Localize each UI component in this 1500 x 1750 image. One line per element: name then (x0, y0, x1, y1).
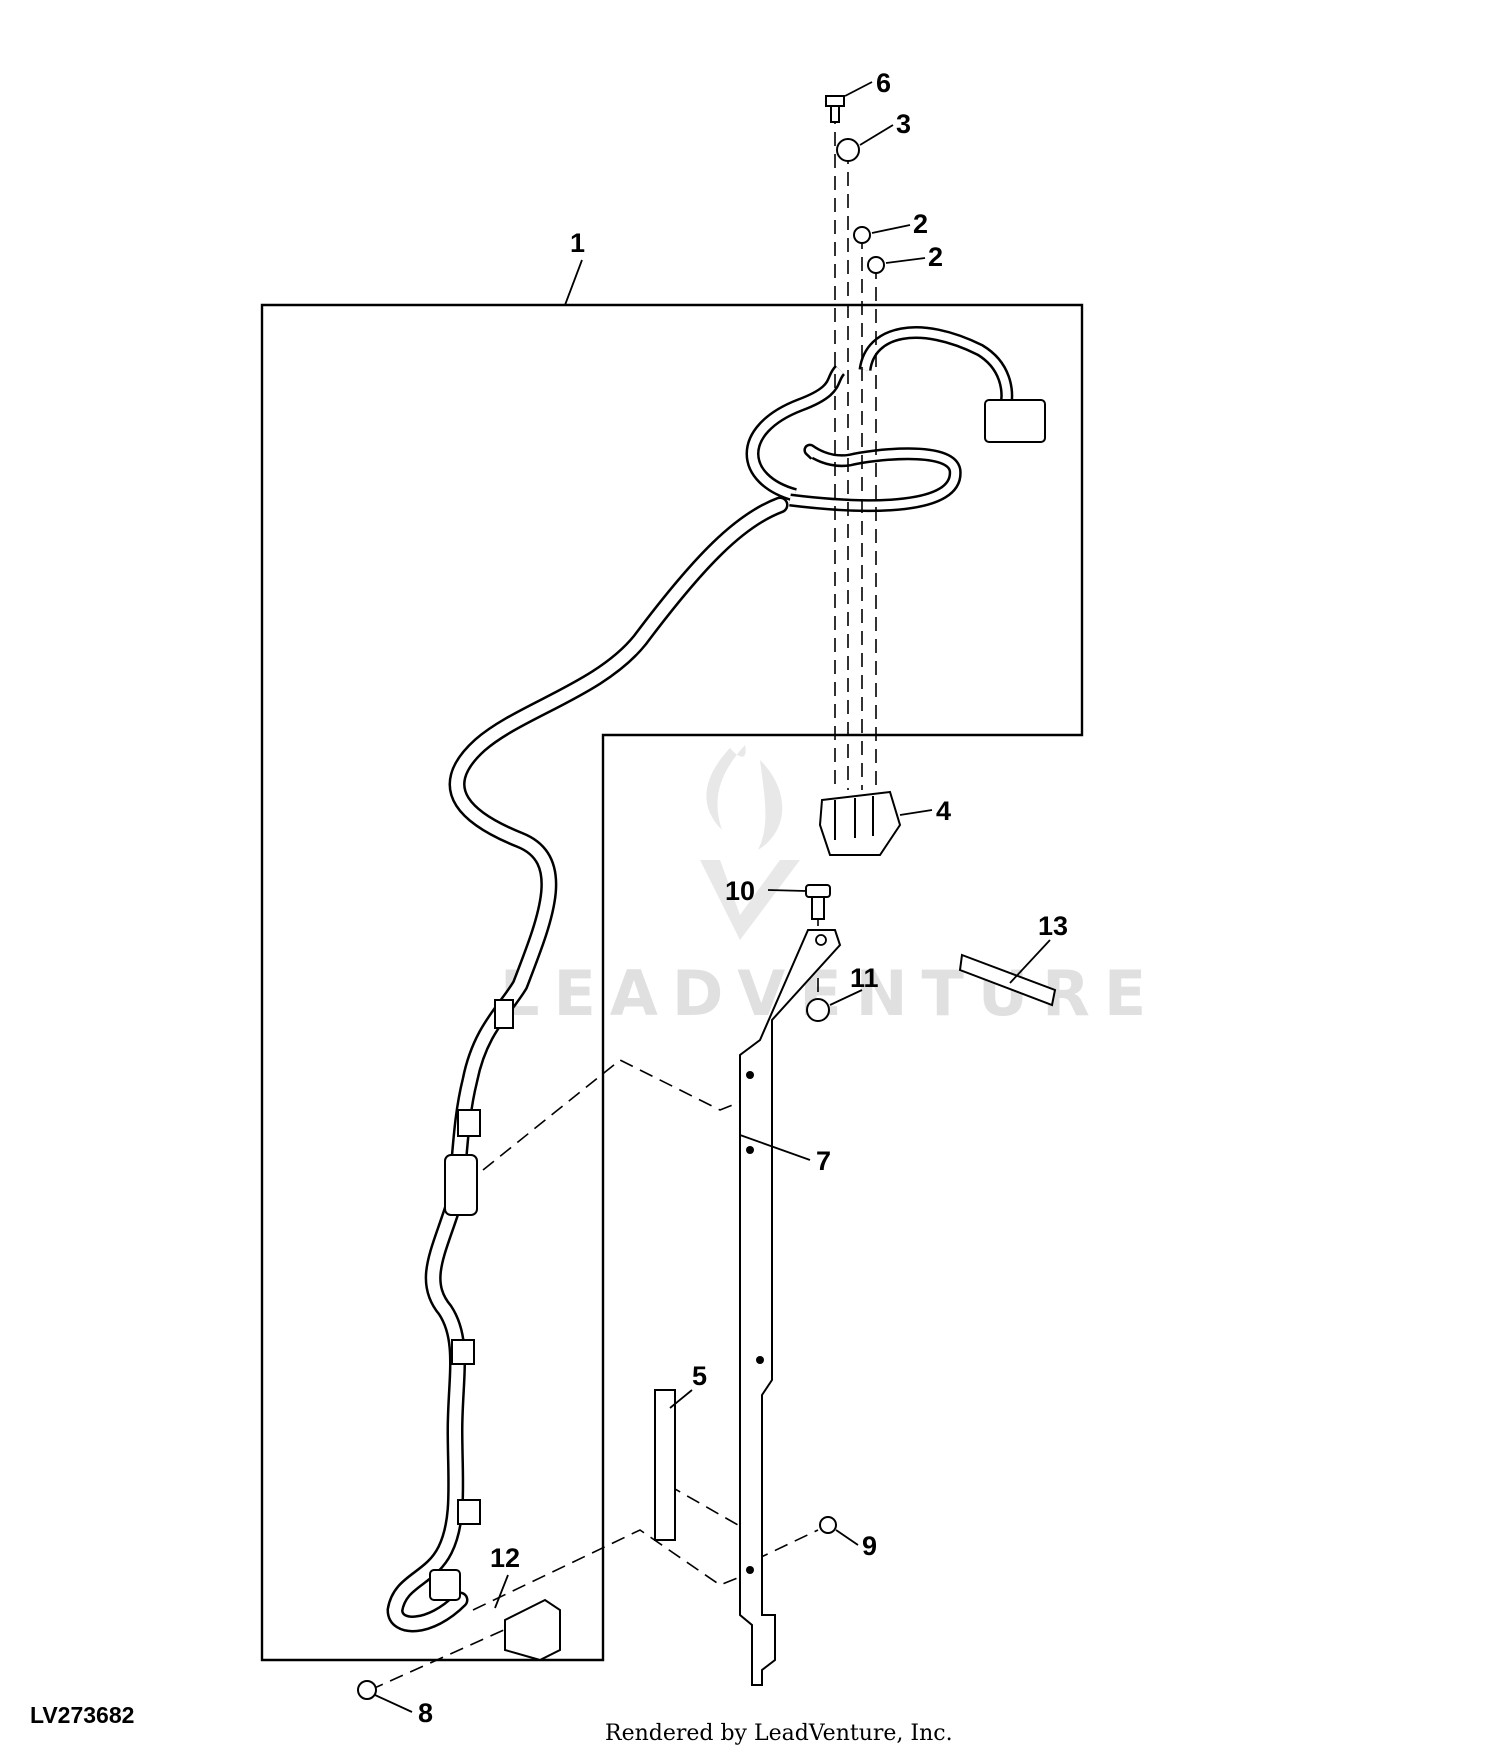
callout-5: 5 (692, 1361, 707, 1391)
leader-8 (374, 1694, 413, 1713)
callout-7: 7 (816, 1146, 831, 1176)
callout-2b: 2 (928, 242, 943, 272)
callout-9: 9 (862, 1531, 877, 1561)
figure-id: LV273682 (30, 1702, 134, 1728)
harness-clip-2 (457, 1109, 481, 1137)
leader-13 (1009, 939, 1051, 984)
connector-bracket-12 (504, 1598, 561, 1662)
leader-5 (669, 1389, 693, 1409)
nut-9 (819, 1516, 837, 1534)
callout-3: 3 (896, 109, 911, 139)
leader-12 (494, 1574, 509, 1609)
leader-6 (844, 81, 873, 97)
harness-clip-4 (457, 1499, 481, 1525)
render-credit: Rendered by LeadVenture, Inc. (605, 1721, 953, 1746)
alignment-line-8 (369, 1624, 516, 1691)
callout-1: 1 (570, 228, 585, 258)
alignment-line-12 (472, 1529, 746, 1611)
leader-3 (859, 124, 894, 146)
leader-9 (835, 1529, 859, 1546)
callout-13: 13 (1038, 911, 1068, 941)
leader-1 (564, 259, 583, 306)
leader-10 (767, 889, 807, 892)
bolt-10 (805, 884, 831, 920)
strip-5 (654, 1389, 676, 1541)
kit-boundary (260, 303, 1084, 1662)
callout-8: 8 (418, 1698, 433, 1728)
callout-2a: 2 (913, 209, 928, 239)
nut-2a (853, 226, 871, 244)
terminal-block-4 (818, 790, 902, 856)
alignment-line-9 (754, 1529, 819, 1561)
harness-clip-1 (494, 999, 514, 1029)
strip-13 (958, 953, 1057, 1007)
leader-2a (871, 224, 911, 234)
harness-connector-upper (984, 399, 1046, 443)
harness-connector-mid (444, 1154, 478, 1216)
callout-4: 4 (936, 796, 951, 826)
leader-4 (899, 809, 933, 816)
screw-6 (825, 95, 845, 123)
bracket-7 (739, 929, 842, 1686)
harness-connector-lower (429, 1569, 461, 1601)
leader-7 (739, 1134, 811, 1161)
alignment-line-5 (667, 1484, 739, 1526)
nut-2b (867, 256, 885, 274)
watermark-text: LEADVENTURE (500, 957, 1160, 1030)
callout-11: 11 (850, 963, 879, 993)
harness-clip-3 (451, 1339, 475, 1365)
nut-11 (806, 998, 830, 1022)
wiring-harness (386, 326, 1046, 1633)
leader-11 (829, 989, 863, 1006)
callout-12: 12 (490, 1543, 520, 1573)
leader-2b (885, 257, 926, 264)
callout-10: 10 (725, 876, 755, 906)
nut-3 (836, 138, 860, 162)
callout-6: 6 (876, 68, 891, 98)
watermark-flame-icon (706, 745, 783, 850)
alignment-line-harness-bracket (482, 1059, 746, 1171)
watermark-v-icon (700, 860, 800, 940)
screw-8 (357, 1680, 377, 1700)
